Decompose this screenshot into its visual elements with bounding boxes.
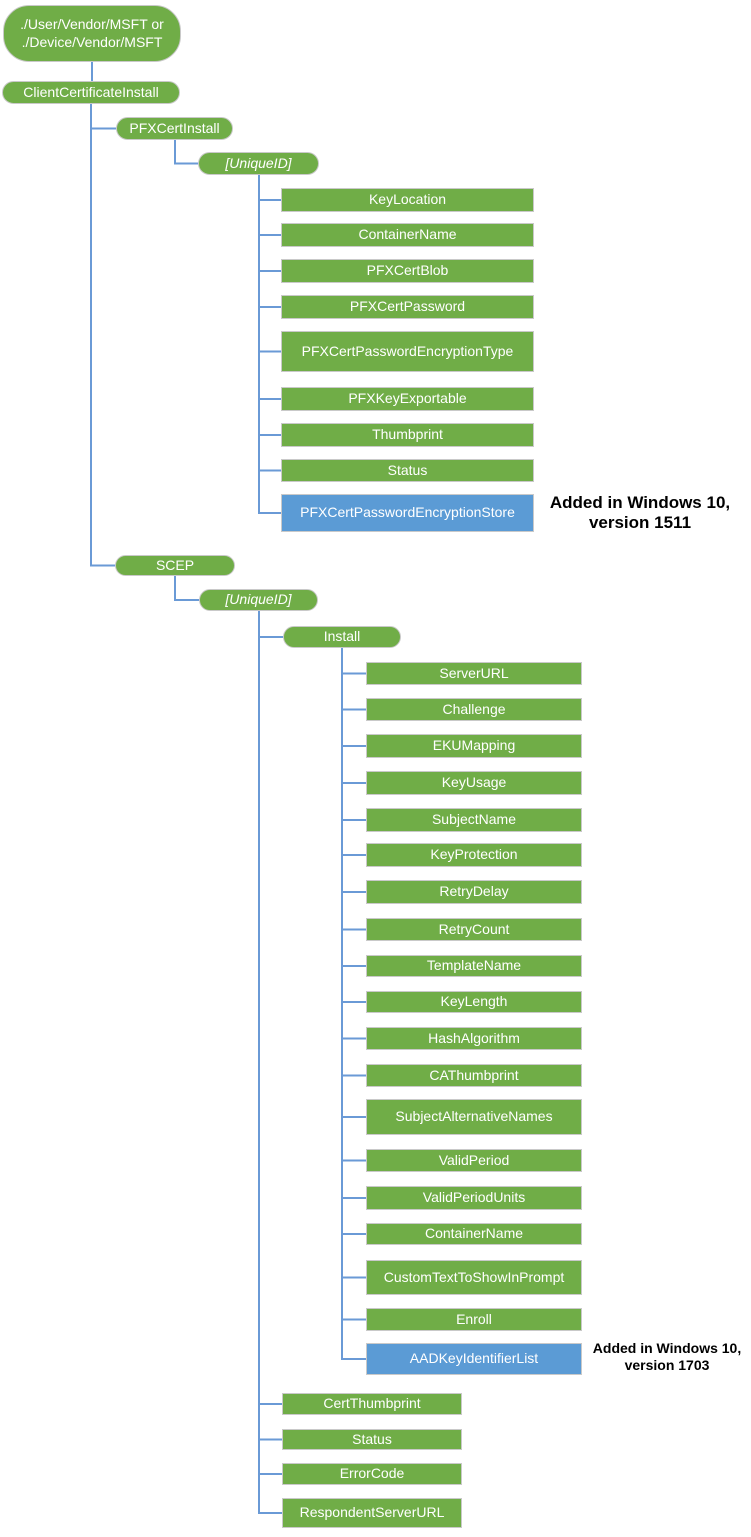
node-label: ContainerName [424,1225,524,1242]
node-keyUsage: KeyUsage [366,771,582,795]
node-label: PFXCertPasswordEncryptionType [301,342,514,359]
node-label: RetryCount [438,920,510,937]
node-installContainerName: ContainerName [366,1223,582,1245]
node-pfxCertPasswordEncryptionType: PFXCertPasswordEncryptionType [281,331,534,372]
node-thumbprint: Thumbprint [281,423,534,447]
node-label: ValidPeriod [438,1151,510,1168]
node-scepUniqueID: [UniqueID] [199,589,318,611]
node-keyLocation: KeyLocation [281,188,534,212]
node-label: [UniqueID] [225,154,292,171]
node-install: Install [283,626,401,648]
node-hashAlgorithm: HashAlgorithm [366,1027,582,1050]
node-label: ./User/Vendor/MSFT or ./Device/Vendor/MS… [20,16,164,50]
node-respondentServerURL: RespondentServerURL [282,1498,462,1528]
node-label: Status [352,1430,392,1447]
annotation-aadKeyIdentifierList: Added in Windows 10, version 1703 [586,1332,748,1382]
node-label: ValidPeriodUnits [422,1189,526,1206]
node-clientCertificateInstall: ClientCertificateInstall [2,81,180,104]
node-label: PFXCertBlob [366,262,449,279]
node-challenge: Challenge [366,698,582,721]
node-label: ContainerName [358,226,457,243]
node-label: SCEP [155,556,195,573]
node-label: CertThumbprint [323,1395,421,1412]
node-label: KeyLocation [368,191,447,208]
node-pfxKeyExportable: PFXKeyExportable [281,387,534,411]
node-label: PFXCertInstall [129,119,220,136]
node-label: [UniqueID] [225,591,292,608]
node-keyProtection: KeyProtection [366,843,582,867]
node-label: EKUMapping [432,737,516,754]
node-label: RetryDelay [439,883,509,900]
node-certThumbprint: CertThumbprint [282,1393,462,1415]
node-pfxUniqueID: [UniqueID] [198,152,319,175]
node-serverURL: ServerURL [366,662,582,685]
node-label: AADKeyIdentifierList [409,1350,539,1367]
node-scep: SCEP [115,555,235,576]
node-pfxCertPassword: PFXCertPassword [281,295,534,319]
node-label: PFXKeyExportable [348,390,467,407]
node-pfxContainerName: ContainerName [281,223,534,247]
node-label: ServerURL [439,664,509,681]
node-retryDelay: RetryDelay [366,880,582,904]
annotation-text: Added in Windows 10, version 1703 [592,1340,742,1373]
node-errorCode: ErrorCode [282,1463,462,1485]
node-label: CAThumbprint [429,1066,519,1083]
node-label: PFXCertPassword [349,298,466,315]
node-templateName: TemplateName [366,955,582,977]
node-label: Thumbprint [372,426,443,443]
node-label: KeyUsage [441,774,507,791]
node-validPeriod: ValidPeriod [366,1149,582,1172]
node-label: ErrorCode [339,1465,405,1482]
node-caThumbprint: CAThumbprint [366,1064,582,1087]
node-label: RespondentServerURL [299,1504,445,1521]
node-pfxCertPasswordEncryptionStore: PFXCertPasswordEncryptionStore [281,494,534,532]
node-enroll: Enroll [366,1308,582,1331]
node-label: Status [387,461,428,478]
node-validPeriodUnits: ValidPeriodUnits [366,1186,582,1210]
node-retryCount: RetryCount [366,918,582,941]
node-scepStatus: Status [282,1429,462,1450]
node-pfxCertBlob: PFXCertBlob [281,259,534,283]
node-keyLength: KeyLength [366,991,582,1013]
node-label: SubjectAlternativeNames [395,1108,553,1125]
node-customTextToShowInPrompt: CustomTextToShowInPrompt [366,1260,582,1295]
annotation-pfxCertPasswordEncryptionStore: Added in Windows 10, version 1511 [540,487,740,539]
node-label: Enroll [456,1310,492,1327]
annotation-text: Added in Windows 10, version 1511 [549,492,731,532]
node-label: Install [323,628,361,645]
node-label: HashAlgorithm [428,1029,520,1046]
node-label: CustomTextToShowInPrompt [383,1268,565,1285]
node-pfxCertInstall: PFXCertInstall [116,117,233,140]
node-label: ClientCertificateInstall [23,83,159,100]
node-label: Challenge [442,700,506,717]
node-label: SubjectName [431,811,517,828]
node-pfxStatus: Status [281,459,534,482]
node-ekuMapping: EKUMapping [366,734,582,758]
node-subjectAlternativeNames: SubjectAlternativeNames [366,1099,582,1135]
node-subjectName: SubjectName [366,808,582,832]
node-root: ./User/Vendor/MSFT or ./Device/Vendor/MS… [3,5,181,62]
node-label: PFXCertPasswordEncryptionStore [300,504,515,521]
node-aadKeyIdentifierList: AADKeyIdentifierList [366,1343,582,1375]
node-label: KeyProtection [430,846,518,863]
node-label: TemplateName [426,957,522,974]
node-label: KeyLength [440,993,508,1010]
